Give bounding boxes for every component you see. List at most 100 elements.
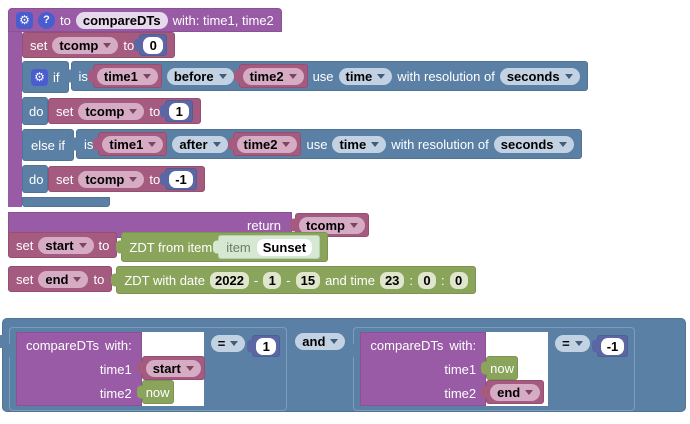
function-header[interactable]: ⚙ ? to compareDTs with: time1, time2 [8, 8, 282, 32]
connector-plug [136, 361, 144, 375]
year-field[interactable]: 2022 [210, 271, 249, 289]
chevron-down-icon [103, 42, 112, 48]
variable-name: time2 [243, 136, 278, 152]
with-label: with: [104, 337, 132, 353]
variable-dropdown[interactable]: start [38, 236, 94, 254]
number-block[interactable]: 1 [247, 335, 281, 357]
function-call-block[interactable]: compareDTs with: time1 time2 [360, 332, 549, 406]
variable-get-block[interactable]: time1 [87, 64, 162, 88]
logic-compare-block[interactable]: compareDTs with: time1 time2 [4, 327, 288, 411]
variable-dropdown[interactable]: tcomp [78, 170, 145, 188]
connector-plug [70, 137, 78, 151]
variable-get-block[interactable]: tcomp [290, 213, 369, 237]
basis-dropdown[interactable]: time [332, 135, 387, 153]
empty-socket [142, 332, 204, 356]
variable-dropdown[interactable]: time1 [96, 67, 158, 85]
number-field[interactable]: -1 [600, 337, 625, 355]
variable-dropdown[interactable]: tcomp [78, 102, 145, 120]
datetime-compare-block[interactable]: is time1 after [70, 129, 582, 159]
number-field[interactable]: 1 [256, 337, 277, 355]
mutator-gear-icon[interactable]: ⚙ [31, 68, 48, 86]
connector-plug [111, 273, 119, 287]
now-block[interactable]: now [136, 380, 174, 404]
operator-dropdown[interactable]: after [172, 135, 228, 153]
now-block[interactable]: now [481, 356, 518, 380]
help-icon[interactable]: ? [38, 11, 55, 29]
variable-get-block[interactable]: start [136, 356, 205, 380]
set-variable-block[interactable]: set start to [8, 232, 118, 258]
number-block[interactable]: 0 [134, 34, 168, 56]
item-block[interactable]: item Sunset [213, 235, 321, 259]
compare-operator-dropdown[interactable]: = [555, 335, 590, 352]
function-definition-block[interactable]: ⚙ ? to compareDTs with: time1, time2 set… [8, 8, 588, 238]
resolution-dropdown[interactable]: seconds [493, 135, 574, 153]
set-variable-block[interactable]: set tcomp to -1 [48, 166, 205, 192]
elseif-block-header[interactable]: else if [22, 129, 74, 161]
variable-dropdown[interactable]: time2 [242, 67, 304, 85]
minute-field[interactable]: 0 [418, 271, 437, 289]
set-variable-block[interactable]: set end to [8, 266, 113, 292]
logic-and-block[interactable]: compareDTs with: time1 time2 [0, 318, 686, 412]
set-label: set [16, 271, 34, 287]
zdt-from-item-label: ZDT from item [129, 239, 213, 255]
set-variable-block[interactable]: set tcomp to 0 [22, 32, 176, 58]
number-block[interactable]: -1 [591, 335, 629, 357]
variable-dropdown[interactable]: start [145, 359, 201, 377]
chevron-down-icon [330, 339, 339, 344]
chevron-down-icon [218, 73, 227, 79]
is-label: is [78, 68, 88, 84]
month-field[interactable]: 1 [263, 271, 282, 289]
variable-dropdown[interactable]: time2 [236, 135, 298, 153]
zdt-with-date-block[interactable]: ZDT with date 2022 - 1 - 15 and time 23 … [111, 266, 476, 294]
variable-get-block[interactable]: time2 [227, 132, 302, 156]
variable-dropdown[interactable]: end [490, 383, 541, 401]
param-label: time1 [99, 361, 132, 377]
set-start-statement[interactable]: set start to ZDT from item item Sunset [8, 232, 329, 262]
hour-field[interactable]: 23 [379, 271, 405, 289]
function-call-block[interactable]: compareDTs with: time1 time2 [16, 332, 205, 406]
connector-plug [4, 344, 11, 357]
variable-dropdown[interactable]: tcomp [52, 36, 119, 54]
basis-dropdown[interactable]: time [338, 67, 393, 85]
variable-dropdown[interactable]: tcomp [299, 216, 365, 234]
variable-name: tcomp [85, 171, 125, 187]
use-label: use [306, 136, 328, 152]
logic-compare-block[interactable]: compareDTs with: time1 time2 [348, 327, 636, 411]
variable-get-block[interactable]: time2 [233, 64, 308, 88]
function-params-label: with: time1, time2 [172, 12, 274, 28]
day-field[interactable]: 15 [295, 271, 321, 289]
mutator-gear-icon[interactable]: ⚙ [16, 11, 33, 29]
now-label: now [145, 384, 170, 400]
call-labels: compareDTs with: time1 time2 [360, 332, 487, 406]
call-name: compareDTs [26, 337, 99, 353]
resolution-dropdown[interactable]: seconds [499, 67, 580, 85]
if-block-header[interactable]: ⚙ if [22, 61, 69, 93]
do-section: do [22, 97, 48, 125]
operator-value: and [302, 334, 326, 349]
compare-operator-dropdown[interactable]: = [210, 335, 246, 352]
item-name-field[interactable]: Sunset [256, 238, 313, 256]
chevron-down-icon [371, 141, 380, 147]
number-block[interactable]: 1 [160, 100, 194, 122]
zdt-from-item-block[interactable]: ZDT from item item Sunset [116, 232, 329, 262]
datetime-compare-block[interactable]: is time1 before [65, 61, 588, 91]
variable-dropdown[interactable]: end [38, 270, 89, 288]
number-field[interactable]: -1 [169, 170, 193, 188]
to-label: to [93, 271, 105, 287]
function-name-field[interactable]: compareDTs [75, 11, 168, 29]
chevron-down-icon [558, 141, 567, 147]
call-name: compareDTs [370, 337, 444, 353]
and-operator-dropdown[interactable]: and [295, 333, 346, 350]
operator-dropdown[interactable]: before [166, 67, 234, 85]
variable-get-block[interactable]: end [481, 380, 545, 404]
variable-get-block[interactable]: time1 [93, 132, 168, 156]
if-label: if [53, 69, 60, 85]
chevron-down-icon [230, 341, 239, 346]
number-field[interactable]: 0 [143, 36, 164, 54]
variable-dropdown[interactable]: time1 [102, 135, 164, 153]
set-end-statement[interactable]: set end to ZDT with date 2022 - 1 - 15 a… [8, 266, 476, 294]
number-block[interactable]: -1 [160, 168, 197, 190]
set-variable-block[interactable]: set tcomp to 1 [48, 98, 202, 124]
second-field[interactable]: 0 [449, 271, 468, 289]
number-field[interactable]: 1 [169, 102, 190, 120]
